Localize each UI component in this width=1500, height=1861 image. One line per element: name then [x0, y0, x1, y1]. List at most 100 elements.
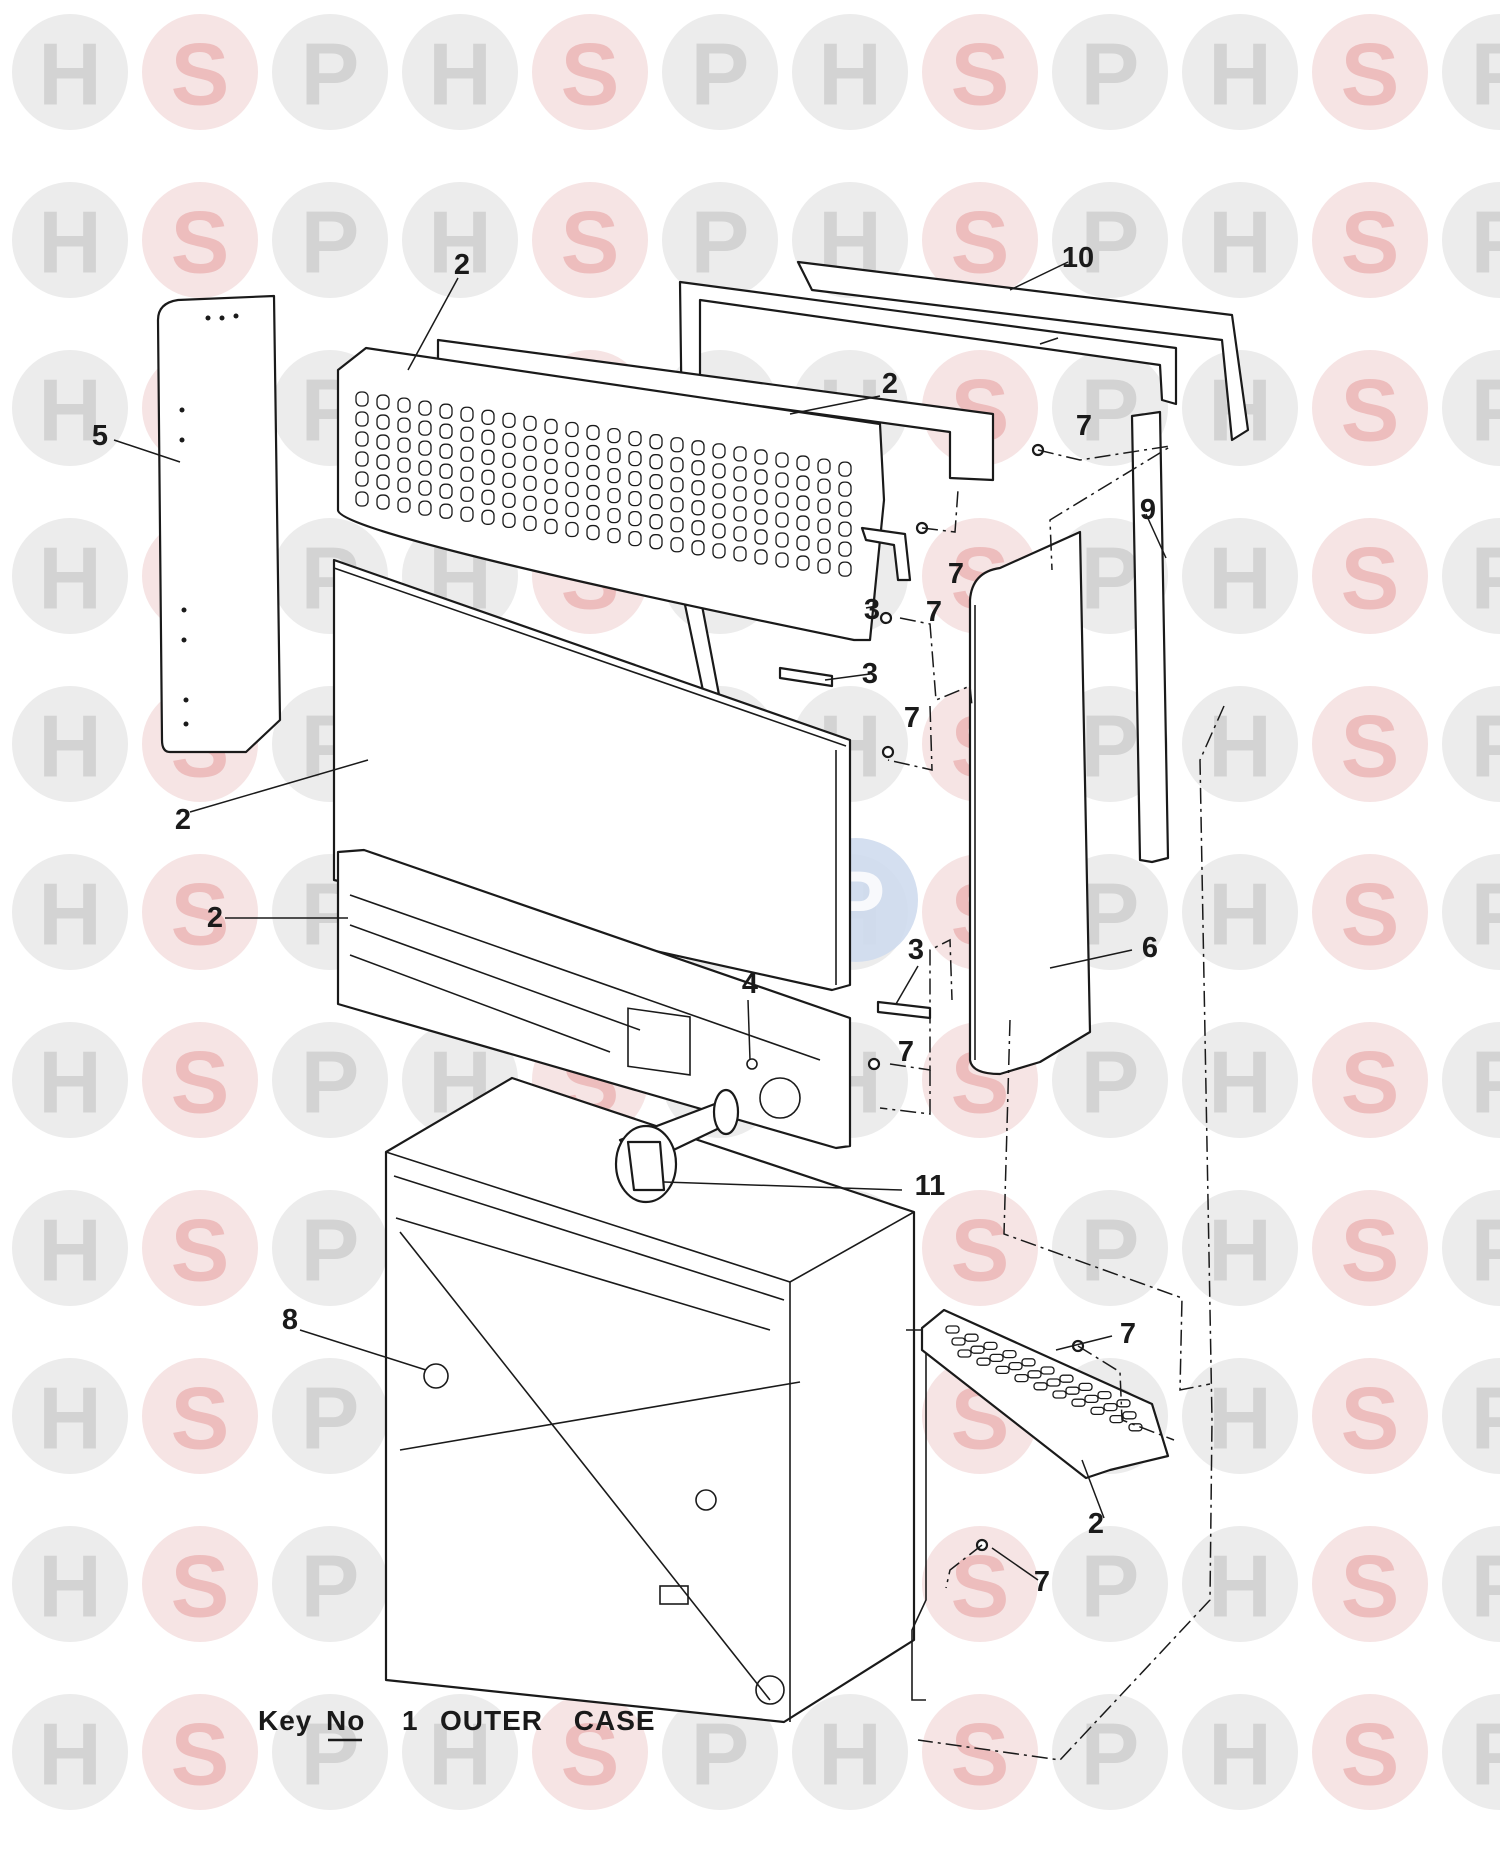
grille-slot [754, 529, 768, 545]
grille-slot [838, 521, 852, 537]
grille-slot [649, 494, 663, 510]
watermark-letter: P [1471, 361, 1500, 460]
watermark-letter: P [1471, 193, 1500, 292]
watermark-tile: H [12, 350, 128, 466]
grille-slot [691, 480, 705, 496]
watermark-tile: H [12, 1694, 128, 1810]
watermark-letter: S [171, 1369, 230, 1468]
watermark-letter: P [1471, 529, 1500, 628]
grille-slot [439, 503, 453, 519]
grille-slot [376, 474, 390, 490]
watermark-letter: S [951, 193, 1010, 292]
grille-slot [397, 397, 411, 413]
watermark-letter: P [301, 1537, 360, 1636]
grille-slot [796, 515, 810, 531]
watermark-tile: P [1442, 1358, 1500, 1474]
watermark-letter: S [171, 1201, 230, 1300]
callout-front-panel: 2 [175, 804, 191, 836]
grille-slot [649, 534, 663, 550]
grille-slot [983, 1341, 998, 1351]
watermark-letter: P [1081, 1033, 1140, 1132]
grille-slot [355, 411, 369, 427]
grille-slot [1027, 1370, 1042, 1379]
grille-slot [481, 409, 495, 425]
watermark-letter: H [38, 1705, 102, 1804]
watermark-letter: P [1471, 697, 1500, 796]
grille-slot [460, 446, 474, 462]
watermark-letter: H [38, 1369, 102, 1468]
grille-slot [1008, 1361, 1023, 1371]
grille-slot [376, 434, 390, 450]
grille-slot [838, 461, 852, 477]
watermark-letter: S [1341, 25, 1400, 124]
grille-slot [397, 417, 411, 433]
clip-middle-part [778, 666, 834, 688]
watermark-tile: P [272, 1022, 388, 1138]
left-side-panel-holes [179, 313, 239, 727]
grille-slot [523, 495, 537, 512]
back-box-part [384, 1076, 916, 1724]
grille-slot [1059, 1374, 1074, 1383]
grille-slot [817, 558, 831, 574]
watermark-tile: S [1312, 182, 1428, 298]
watermark-letter: S [1341, 1033, 1400, 1132]
grille-slot [586, 504, 600, 521]
watermark-tile: H [12, 182, 128, 298]
watermark-tile: P [1442, 350, 1500, 466]
watermark-tile: P [1442, 14, 1500, 130]
grille-slot [691, 520, 705, 536]
grille-slot [565, 501, 579, 518]
watermark-tile: S [1312, 1694, 1428, 1810]
screw-lower-mid-part [867, 1057, 881, 1071]
callout-back-box-hole: 8 [282, 1304, 298, 1336]
grille-slot [565, 461, 579, 478]
grille-slot [649, 434, 663, 450]
watermark-letter: H [38, 1201, 102, 1300]
watermark-letter: S [171, 1033, 230, 1132]
grille-slot [796, 495, 810, 511]
grille-slot [817, 478, 831, 494]
watermark-tile: P [1442, 686, 1500, 802]
watermark-letter: H [38, 193, 102, 292]
grille-slot [607, 487, 621, 504]
grille-slot [1122, 1411, 1137, 1420]
grille-slot [439, 443, 453, 459]
watermark-letter: P [1471, 1705, 1500, 1804]
screw-upper-mid-part [879, 611, 893, 625]
grille-slot [586, 524, 600, 541]
grille-slot [775, 452, 789, 468]
grille-slot [355, 431, 369, 447]
bottom-grille-slots [945, 1325, 1143, 1432]
watermark-tile: P [662, 1694, 778, 1810]
grille-slot [460, 506, 474, 522]
watermark-tile: P [1442, 1190, 1500, 1306]
watermark-tile: S [142, 14, 258, 130]
watermark-letter: P [691, 193, 750, 292]
callout-rear-strip: 9 [1140, 494, 1156, 526]
grille-slot [733, 546, 747, 562]
watermark-letter: P [1471, 1369, 1500, 1468]
watermark-letter: S [951, 1201, 1010, 1300]
grille-slot [1040, 1366, 1055, 1375]
grille-slot [544, 458, 558, 475]
watermark-letter: H [1208, 1537, 1272, 1636]
callout-screw-bottom: 7 [1034, 1566, 1050, 1598]
grille-slot [460, 466, 474, 482]
watermark-tile: P [662, 14, 778, 130]
watermark-tile: P [1442, 518, 1500, 634]
grille-slot [1084, 1394, 1099, 1404]
grille-slot [775, 472, 789, 488]
watermark-letter: S [561, 25, 620, 124]
watermark-letter: H [1208, 865, 1272, 964]
grille-slot [439, 423, 453, 439]
grille-slot [649, 474, 663, 490]
grille-slot [439, 483, 453, 499]
watermark-letter: P [1081, 25, 1140, 124]
watermark-letter: H [1208, 25, 1272, 124]
grille-slot [712, 503, 726, 519]
watermark-tile: S [1312, 1022, 1428, 1138]
watermark-tile: H [12, 1358, 128, 1474]
watermark-letter: S [171, 193, 230, 292]
grille-slot [355, 451, 369, 467]
grille-slot [691, 540, 705, 556]
